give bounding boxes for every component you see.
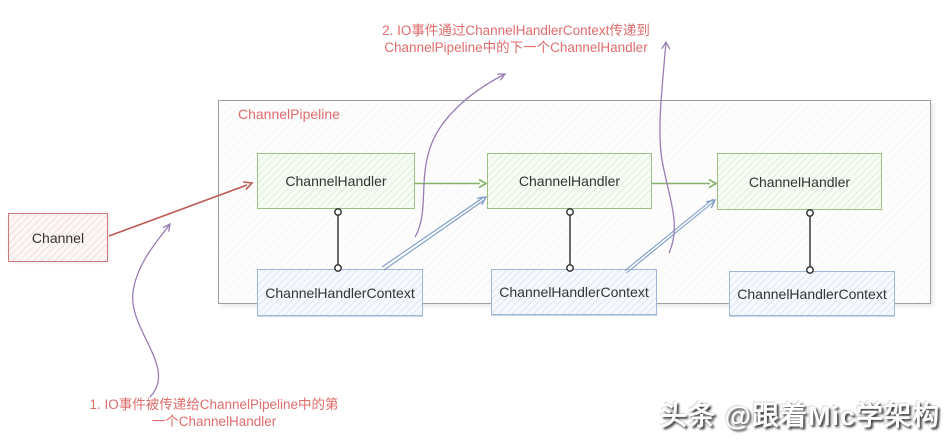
channel-handler-node-3: ChannelHandler: [717, 153, 882, 210]
channel-handler-context-label-3: ChannelHandlerContext: [737, 285, 887, 302]
channel-handler-context-node-1: ChannelHandlerContext: [257, 269, 423, 316]
channel-handler-context-label-1: ChannelHandlerContext: [265, 284, 415, 301]
watermark-text: 头条 @跟着Mic学架构: [660, 401, 940, 431]
channel-handler-context-node-2: ChannelHandlerContext: [491, 269, 657, 315]
channel-pipeline-label: ChannelPipeline: [238, 106, 340, 122]
channel-handler-node-1: ChannelHandler: [257, 153, 415, 209]
channel-handler-label-1: ChannelHandler: [285, 173, 387, 189]
annotation1-pointer-curve: [132, 222, 171, 398]
annotation-step1: 1. IO事件被传递给ChannelPipeline中的第 一个ChannelH…: [64, 396, 364, 430]
channel-handler-node-2: ChannelHandler: [487, 153, 652, 209]
annotation-step2-line1: 2. IO事件通过ChannelHandlerContext传递到: [382, 23, 650, 38]
channel-node-label: Channel: [31, 229, 85, 246]
channel-handler-context-label-2: ChannelHandlerContext: [499, 284, 649, 300]
channel-handler-label-2: ChannelHandler: [518, 173, 621, 189]
annotation-step1-line2: 一个ChannelHandler: [151, 414, 277, 429]
annotation-step2-line2: ChannelPipeline中的下一个ChannelHandler: [384, 40, 648, 55]
annotation-step2: 2. IO事件通过ChannelHandlerContext传递到 Channe…: [356, 22, 676, 56]
annotation-step1-line1: 1. IO事件被传递给ChannelPipeline中的第: [89, 397, 339, 412]
channel-node: Channel: [8, 213, 108, 262]
channel-handler-context-node-3: ChannelHandlerContext: [729, 271, 895, 316]
channel-handler-label-3: ChannelHandler: [748, 173, 851, 190]
